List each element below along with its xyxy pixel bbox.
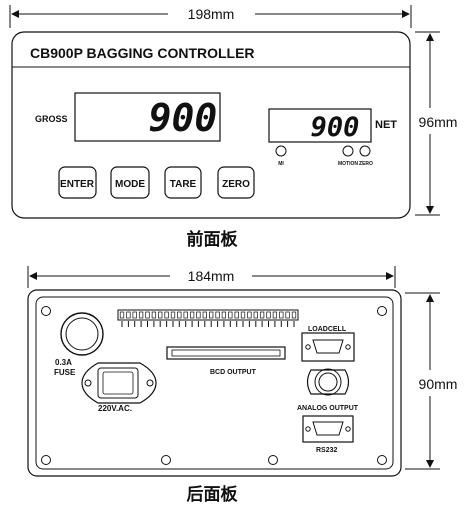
terminal-pin — [247, 311, 252, 319]
rear-panel: 184mm 90mm 0.3A FUSE — [27, 266, 458, 505]
fuse-rating-label: 0.3A — [55, 358, 72, 367]
front-panel-caption: 前面板 — [187, 229, 239, 250]
terminal-pin — [132, 311, 137, 319]
loadcell-connector-screw-left — [305, 344, 311, 350]
front-panel-frame — [11, 31, 411, 219]
terminal-pin — [221, 311, 227, 319]
terminal-pin — [158, 311, 163, 319]
mode-button-label: MODE — [115, 179, 145, 190]
terminal-pin — [266, 311, 271, 319]
zero-button-label: ZERO — [222, 179, 250, 190]
terminal-pin — [202, 311, 207, 319]
analog-output-connector-core — [318, 372, 338, 392]
terminal-pin — [170, 311, 176, 319]
mounting-hole — [41, 455, 51, 465]
terminal-pin — [228, 311, 233, 319]
mounting-holes — [41, 306, 387, 465]
enter-button-label: ENTER — [60, 179, 95, 190]
indicator-motion-label: MOTION — [338, 161, 358, 167]
terminal-pin — [196, 311, 201, 319]
analog-output-label: ANALOG OUTPUT — [297, 405, 359, 412]
terminal-strip[interactable] — [117, 309, 299, 327]
bcd-output-label: BCD OUTPUT — [210, 369, 257, 376]
enter-button[interactable]: ENTER — [58, 166, 97, 199]
terminal-pin — [209, 311, 214, 319]
terminal-pin — [183, 311, 188, 319]
terminal-pin — [259, 311, 265, 319]
terminal-pin — [272, 311, 278, 319]
mode-button[interactable]: MODE — [110, 166, 150, 199]
indicator-zero-label: ZERO — [359, 161, 373, 167]
terminal-pin — [126, 311, 131, 319]
front-panel: 198mm 96mm CB900P BAGGING CONTROLLER GRO… — [9, 5, 458, 250]
gross-value: 900 — [149, 96, 218, 140]
zero-button[interactable]: ZERO — [217, 166, 255, 199]
rear-width-label: 184mm — [188, 268, 235, 284]
power-inlet-socket-inner — [102, 371, 134, 395]
mounting-hole — [268, 455, 278, 465]
gross-display — [74, 92, 221, 142]
indicator-motion-lamp — [342, 145, 354, 157]
terminal-pin — [291, 311, 297, 319]
terminal-pin — [138, 311, 144, 319]
power-inlet-screw-left — [84, 379, 92, 387]
rear-panel-caption: 后面板 — [187, 484, 239, 505]
indicator-zero-lamp — [359, 145, 371, 157]
power-inlet-screw-right — [146, 379, 154, 387]
power-inlet[interactable] — [81, 362, 157, 404]
fuse-label: FUSE — [54, 368, 76, 377]
indicator-mi-label: MI — [278, 161, 284, 167]
rs232-connector[interactable] — [302, 415, 354, 443]
fuse-holder-inner — [65, 317, 99, 351]
bcd-output-connector[interactable] — [166, 346, 286, 360]
terminal-pin — [164, 311, 169, 319]
net-display — [268, 108, 372, 143]
rear-height-label: 90mm — [419, 376, 458, 392]
terminal-strip-body — [117, 309, 299, 321]
net-label: NET — [375, 119, 397, 131]
analog-output-connector[interactable] — [306, 368, 350, 396]
front-panel-title: CB900P BAGGING CONTROLLER — [30, 45, 255, 61]
terminal-pin — [177, 311, 182, 319]
front-width-label: 198mm — [188, 6, 235, 22]
gross-label: GROSS — [35, 114, 68, 124]
terminal-pin — [151, 311, 157, 319]
rs232-label: RS232 — [316, 447, 338, 454]
rear-panel-frame-inner — [35, 296, 394, 470]
loadcell-label: LOADCELL — [308, 326, 347, 333]
tare-button-label: TARE — [170, 179, 197, 190]
terminal-pin — [279, 311, 284, 319]
fuse-holder-outer[interactable] — [60, 312, 104, 356]
terminal-pin — [189, 311, 195, 319]
terminal-pin — [145, 311, 150, 319]
loadcell-connector-screw-right — [345, 344, 351, 350]
mounting-hole — [161, 455, 171, 465]
power-inlet-label: 220V.AC. — [98, 404, 132, 413]
analog-output-connector-ring — [314, 368, 342, 396]
mounting-hole — [377, 455, 387, 465]
terminal-pin — [119, 311, 125, 319]
terminal-pin — [253, 311, 258, 319]
terminal-pin — [285, 311, 290, 319]
rs232-connector-screw-right — [345, 426, 351, 432]
mounting-hole — [377, 306, 387, 316]
mounting-hole — [41, 306, 51, 316]
terminal-pin — [234, 311, 239, 319]
front-height-label: 96mm — [419, 114, 458, 130]
tare-button[interactable]: TARE — [164, 166, 202, 199]
rear-panel-frame-outer — [27, 289, 402, 477]
rs232-connector-screw-left — [305, 426, 311, 432]
indicator-mi-lamp — [275, 145, 287, 157]
loadcell-connector[interactable] — [301, 332, 355, 362]
net-value: 900 — [311, 112, 360, 143]
bcd-output-connector-inner — [171, 349, 281, 357]
terminal-pin — [240, 311, 246, 319]
power-inlet-socket — [97, 367, 139, 399]
terminal-pin — [215, 311, 220, 319]
